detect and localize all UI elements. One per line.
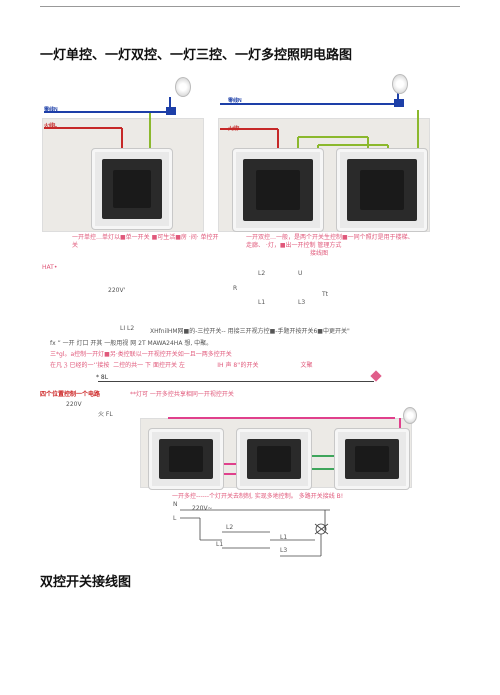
- notes-line3: 三*gl。a控制一开灯■另·类控联以一开视控开关如一且一两多控开关: [50, 351, 232, 358]
- bottom-schematic: [180, 509, 330, 557]
- bulb-icon: [392, 74, 408, 94]
- zero-line-label: 零线N: [228, 98, 242, 104]
- notes-line4: 在凡 ℨ 已经的一‘’接按 二控的共一 下 面控开关 左 IH 声 8''的开关…: [50, 362, 313, 369]
- bottom-l1b: L1: [280, 534, 288, 541]
- switch-multi-3: [334, 428, 410, 490]
- schematic-tt: Tt: [322, 291, 329, 298]
- pencil-icon: [370, 370, 382, 382]
- switch-double-left: [232, 148, 324, 232]
- notes-line1b: XHfnilHM网■的-三控开关-- 用接三开视方控■-手题开按开关6■中更开关…: [150, 328, 350, 335]
- bottom-l2: L2: [226, 524, 234, 531]
- section-heading: 双控开关接线图: [40, 575, 132, 590]
- schematic-voltage: 220V': [108, 287, 126, 294]
- divider: [98, 381, 374, 382]
- zero-line-label: 零线N: [44, 107, 58, 113]
- bulb-icon: [175, 77, 191, 97]
- diagram1-caption: 一开单控…单灯以■单一开关 ■可生活■房 ·间· 单控开关: [72, 234, 219, 249]
- fire-line-label: 火线L: [228, 126, 242, 132]
- notes-mark: * 8L: [96, 374, 109, 381]
- diagram2-caption-end: 接线图: [310, 250, 329, 257]
- top-rule: [40, 6, 460, 7]
- schematic-l3: L3: [298, 299, 306, 306]
- bottom-voltage: 220V~: [192, 505, 213, 512]
- notes-voltage: 220V: [66, 401, 82, 408]
- four-position-note: **灯可 一开多控共享相同一开视控开关: [130, 391, 234, 398]
- diagram2-caption: 一开双控…一般，是两个开关生控制■一同个照灯是用于楼梯、走廊、 ·灯，■出一开控…: [246, 234, 414, 249]
- bottom-l1: L1: [216, 541, 224, 548]
- schematic-l1: L1: [258, 299, 266, 306]
- schematic-u: U: [298, 270, 303, 277]
- bottom-l-label: L: [173, 515, 177, 522]
- bottom-n-label: N: [173, 501, 178, 508]
- fire-line-label: 火线L: [44, 123, 58, 129]
- schematic-left-label: HAT•: [42, 264, 58, 271]
- switch-multi-1: [148, 428, 224, 490]
- notes-fire: 火 FL: [98, 411, 113, 418]
- switch-single: [91, 148, 173, 230]
- page-heading: 一灯单控、一灯双控、一灯三控、一灯多控照明电路图: [40, 48, 353, 63]
- four-position-heading: 四个位置控制一个电路: [40, 391, 101, 398]
- diagram-single-wiring: [44, 97, 176, 165]
- schematic-l2: L2: [258, 270, 266, 277]
- switch-double-right: [336, 148, 428, 232]
- bulb-icon: [403, 407, 417, 424]
- notes-line1a: LI L2: [120, 325, 135, 332]
- notes-line2: fx ” 一开 灯口 开其 一般用视 网 2T MAWA24HA 想, 中聚。: [50, 340, 213, 347]
- switch-multi-2: [236, 428, 312, 490]
- schematic-r: R: [233, 285, 238, 292]
- bottom-l3: L3: [280, 547, 288, 554]
- diagram3-caption: 一开多控------个灯开关去制制, 实现多地控制。 多路开关接线 B!: [172, 493, 344, 500]
